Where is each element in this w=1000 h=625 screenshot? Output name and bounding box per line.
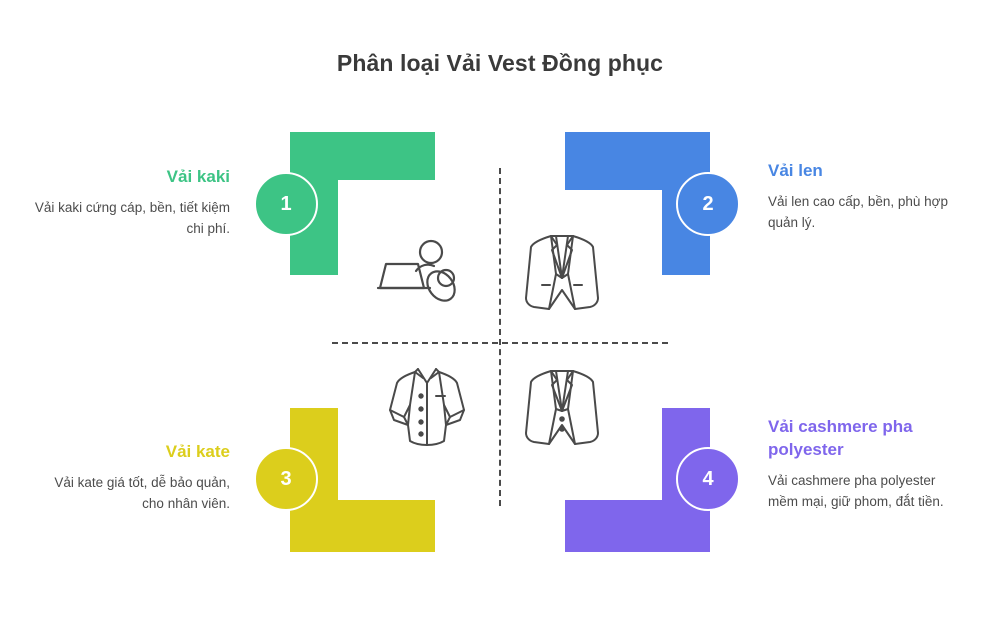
quadrant-heading-1: Vải kaki xyxy=(166,167,230,186)
short-sleeve-shirt-icon xyxy=(388,363,466,451)
suit-jacket-icon xyxy=(523,228,601,316)
quadrant-heading-4: Vải cashmere pha polyester xyxy=(768,417,913,459)
quadrant-block-4-horizontal xyxy=(565,500,710,552)
quadrant-body-1: Vải kaki cứng cáp, bền, tiết kiệm chi ph… xyxy=(34,199,230,236)
quadrant-number-2-label: 2 xyxy=(702,193,714,215)
quadrant-body-3: Vải kate giá tốt, dễ bảo quản, cho nhân … xyxy=(54,474,230,511)
quadrant-number-1[interactable]: 1 xyxy=(254,172,318,236)
quadrant-text-2: Vải len Vải len cao cấp, bền, phù hợp qu… xyxy=(768,160,953,234)
quadrant-heading-2: Vải len xyxy=(768,161,823,180)
quadrant-number-1-label: 1 xyxy=(280,193,292,215)
quadrant-body-2: Vải len cao cấp, bền, phù hợp quản lý. xyxy=(768,193,948,230)
quadrant-number-3[interactable]: 3 xyxy=(254,447,318,511)
divider-horizontal xyxy=(332,342,668,344)
blazer-icon xyxy=(523,363,601,451)
quadrant-text-3: Vải kate Vải kate giá tốt, dễ bảo quản, … xyxy=(30,441,230,515)
quadrant-text-4: Vải cashmere pha polyester Vải cashmere … xyxy=(768,416,958,513)
quadrant-block-3-horizontal xyxy=(290,500,435,552)
quadrant-heading-3: Vải kate xyxy=(165,442,230,461)
quadrant-body-4: Vải cashmere pha polyester mềm mại, giữ … xyxy=(768,472,944,509)
quadrant-number-4-label: 4 xyxy=(702,468,714,490)
quadrant-number-4[interactable]: 4 xyxy=(676,447,740,511)
page-title: Phân loại Vải Vest Đồng phục xyxy=(336,50,664,76)
quadrant-text-1: Vải kaki Vải kaki cứng cáp, bền, tiết ki… xyxy=(30,166,230,240)
laptop-person-icon xyxy=(372,238,464,310)
divider-vertical xyxy=(499,168,501,506)
quadrant-number-2[interactable]: 2 xyxy=(676,172,740,236)
quadrant-number-3-label: 3 xyxy=(280,468,292,490)
